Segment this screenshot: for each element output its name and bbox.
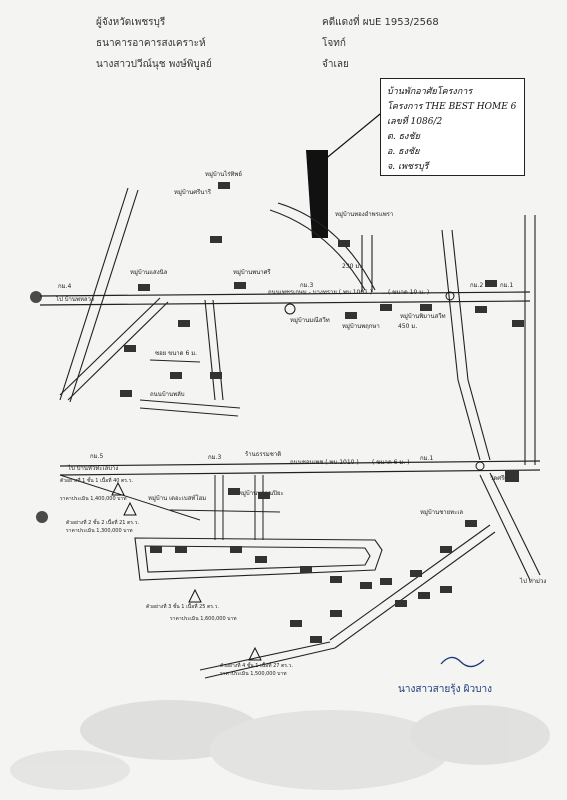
place-label: ร้านธรรมชาติ — [245, 451, 281, 458]
km-mark: กม.3 — [208, 454, 221, 461]
paper-stain — [10, 700, 550, 790]
road-east-parallel — [441, 215, 536, 465]
case-block: คดีแดงที่ ผบE 1953/2568 โจทก์ จำเลย — [322, 12, 439, 75]
comparable-marker: ตัวอย่างที่ 2 ชั้น 2 เนื้อที่ 21 ตร.ว. ร… — [66, 501, 139, 534]
svg-text:ตัวอย่างที่ 1 ชั้น 1 เนื้อที่: ตัวอย่างที่ 1 ชั้น 1 เนื้อที่ 40 ตร.ว. — [60, 475, 133, 484]
road-to-site — [269, 202, 376, 292]
road-west-lower — [59, 297, 169, 401]
bank-text: ธนาคารอาคารสงเคราะห์ — [96, 38, 206, 49]
comparable-marker: ตัวอย่างที่ 4 ชั้น 1 เนื้อที่ 27 ตร.ว. ร… — [220, 646, 293, 677]
place-label: หมู่บ้านพิมานสวีท — [400, 312, 446, 320]
feeder-roads — [59, 359, 281, 540]
place-label: หมู่บ้านแสงนิล — [130, 269, 168, 276]
road-south-east — [199, 472, 541, 679]
road-label-main-north: ถนนเพชรเกษม - บางทราย ( พบ.1001 ) — [268, 289, 372, 296]
place-label: หมู่บ้านมณีสวีท — [290, 316, 330, 324]
road-to-west-top: ไป บ้านพหลวง — [55, 295, 94, 303]
road-center-vertical — [204, 299, 224, 401]
svg-text:ราคาประเมิน 1,600,000 บาท: ราคาประเมิน 1,600,000 บาท — [170, 615, 237, 622]
svg-text:ราคาประเมิน 1,400,000 บาท: ราคาประเมิน 1,400,000 บาท — [60, 495, 127, 502]
punch-hole — [36, 511, 48, 523]
place-label: หมู่บ้านพฤกษา — [342, 323, 380, 330]
province-text: ผู้จังหวัดเพชรบุรี — [96, 17, 166, 28]
house-icons — [120, 182, 524, 643]
svg-text:ราคาประเมิน 1,300,000 บาท: ราคาประเมิน 1,300,000 บาท — [66, 527, 133, 534]
place-label: หมู่บ้านชายทะเล — [420, 509, 463, 516]
road-width-north: ( ขนาด 10 ม. ) — [388, 289, 429, 296]
road-to-west-bottom: ไป บ้านหัวทะเลบาง — [67, 464, 118, 472]
place-label: หมู่บ้านทองอำพรแพรา — [335, 211, 393, 218]
callout-line: ต. ธงชัย — [387, 132, 420, 142]
svg-text:ตัวอย่างที่ 2 ชั้น 2 เนื้อที่: ตัวอย่างที่ 2 ชั้น 2 เนื้อที่ 21 ตร.ว. — [66, 517, 139, 526]
callout-line: โครงการ THE BEST HOME 6 — [387, 102, 517, 112]
side-road-label: ถนนบ้านพลับ — [150, 391, 185, 398]
plaintiff-label: โจทก์ — [322, 38, 346, 49]
place-label: หมู่บ้านไร่ทิพย์ — [205, 170, 242, 178]
road-label-main-south: ถนนชอบเพช ( พบ.1010 ) — [290, 459, 359, 466]
comparable-marker: ตัวอย่างที่ 3 ชั้น 1 เนื้อที่ 25 ตร.ว. ร… — [146, 588, 237, 622]
place-label: หมู่บ้านพนาศรี — [233, 268, 271, 276]
km-mark: กม.1 — [420, 455, 433, 462]
km-mark: กม.3 — [300, 282, 313, 289]
km-mark: กม.4 — [58, 283, 71, 290]
punch-hole — [30, 291, 42, 303]
callout-line: จ. เพชรบุรี — [387, 162, 429, 172]
case-number: คดีแดงที่ ผบE 1953/2568 — [322, 17, 439, 28]
estate-loop-road — [134, 537, 383, 581]
svg-text:ราคาประเมิน 1,500,000 บาท: ราคาประเมิน 1,500,000 บาท — [220, 670, 287, 677]
place-label: หมู่บ้านศรีนารี — [174, 188, 212, 196]
distance-450: 450 ม. — [398, 323, 417, 330]
place-label: หมู่บ้าน เดอะเบสท์โฮม — [148, 494, 206, 502]
svg-text:ตัวอย่างที่ 3 ชั้น 1 เนื้อที่: ตัวอย่างที่ 3 ชั้น 1 เนื้อที่ 25 ตร.ว. — [146, 601, 219, 610]
plaintiff-rep-text: นางสาวปวีณ์นุช พงษ์พิบูลย์ — [96, 59, 212, 70]
km-mark: กม.2 — [470, 282, 483, 289]
defendant-label: จำเลย — [322, 59, 349, 70]
road-to-south: ไป ท่าม่วง — [519, 577, 546, 585]
temple-icon — [284, 303, 296, 315]
place-label: วัดศรีเตาปิ — [490, 474, 518, 482]
road-west-diagonal — [59, 187, 139, 403]
callout-pointer — [317, 109, 386, 166]
subject-site-marker — [306, 150, 328, 238]
callout-line: บ้านพักอาศัยโครงการ — [387, 87, 473, 97]
signature-mark — [440, 656, 485, 668]
callout-line: เลขที่ 1086/2 — [387, 117, 443, 127]
junction-icon — [445, 291, 455, 301]
subject-callout: บ้านพักอาศัยโครงการ โครงการ THE BEST HOM… — [380, 78, 525, 176]
callout-line: อ. ธงชัย — [387, 147, 420, 157]
main-road-south — [59, 460, 541, 476]
svg-text:ตัวอย่างที่ 4 ชั้น 1 เนื้อที่: ตัวอย่างที่ 4 ชั้น 1 เนื้อที่ 27 ตร.ว. — [220, 660, 293, 669]
km-mark: กม.1 — [500, 282, 513, 289]
km-mark: กม.5 — [90, 453, 103, 460]
doc-header: ผู้จังหวัดเพชรบุรี ธนาคารอาคารสงเคราะห์ … — [96, 12, 212, 75]
road-width-south: ( ขนาด 6 ม. ) — [372, 459, 409, 466]
signer-name: นางสาวสายรุ้ง ผิวบาง — [398, 684, 492, 695]
junction-icon — [475, 461, 485, 471]
comparable-marker: ตัวอย่างที่ 1 ชั้น 1 เนื้อที่ 40 ตร.ว. ร… — [60, 475, 133, 502]
distance-230: 230 ม. — [342, 263, 361, 270]
side-road-label: ซอย ขนาด 6 ม. — [155, 350, 197, 357]
